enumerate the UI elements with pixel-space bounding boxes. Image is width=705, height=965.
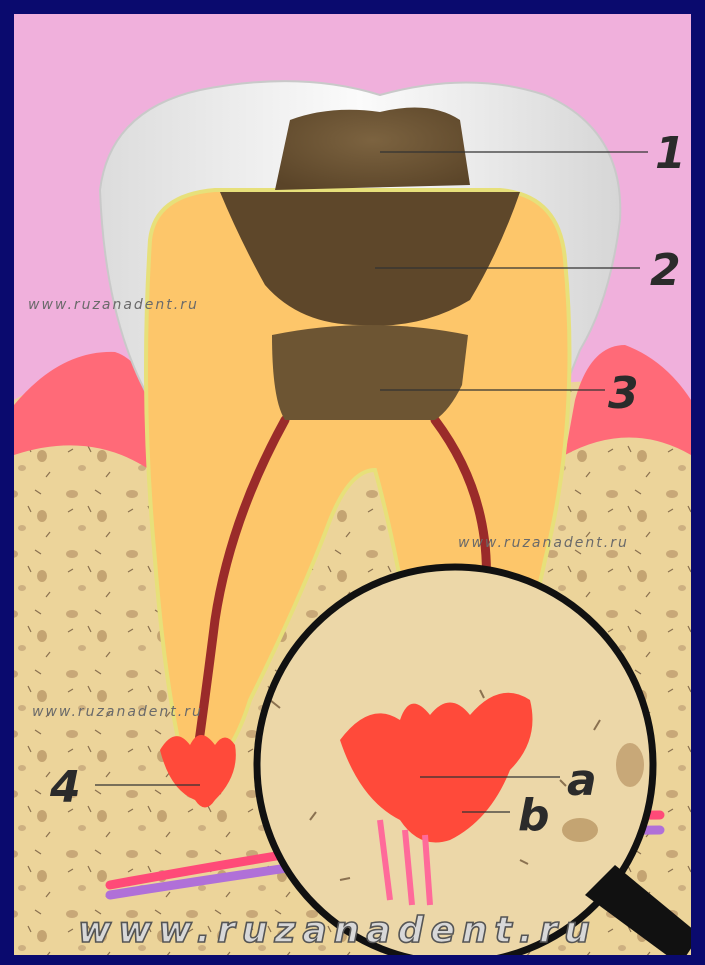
label-b: b — [518, 790, 550, 841]
label-3: 3 — [608, 368, 639, 419]
watermark-bottom: www.ruzanadent.ru — [78, 910, 597, 951]
watermark-upper: www.ruzanadent.ru — [28, 297, 199, 313]
label-4: 4 — [49, 762, 81, 813]
label-2: 2 — [650, 245, 681, 296]
pulp-chamber — [272, 325, 468, 420]
label-1: 1 — [655, 128, 686, 179]
watermark-lower: www.ruzanadent.ru — [32, 704, 203, 720]
watermark-middle: www.ruzanadent.ru — [458, 535, 629, 551]
scene: 1 2 3 4 a b www.ruzanadent.ru www.ruzana… — [14, 14, 700, 965]
label-a: a — [567, 755, 597, 806]
caries-layer-1 — [275, 108, 470, 191]
